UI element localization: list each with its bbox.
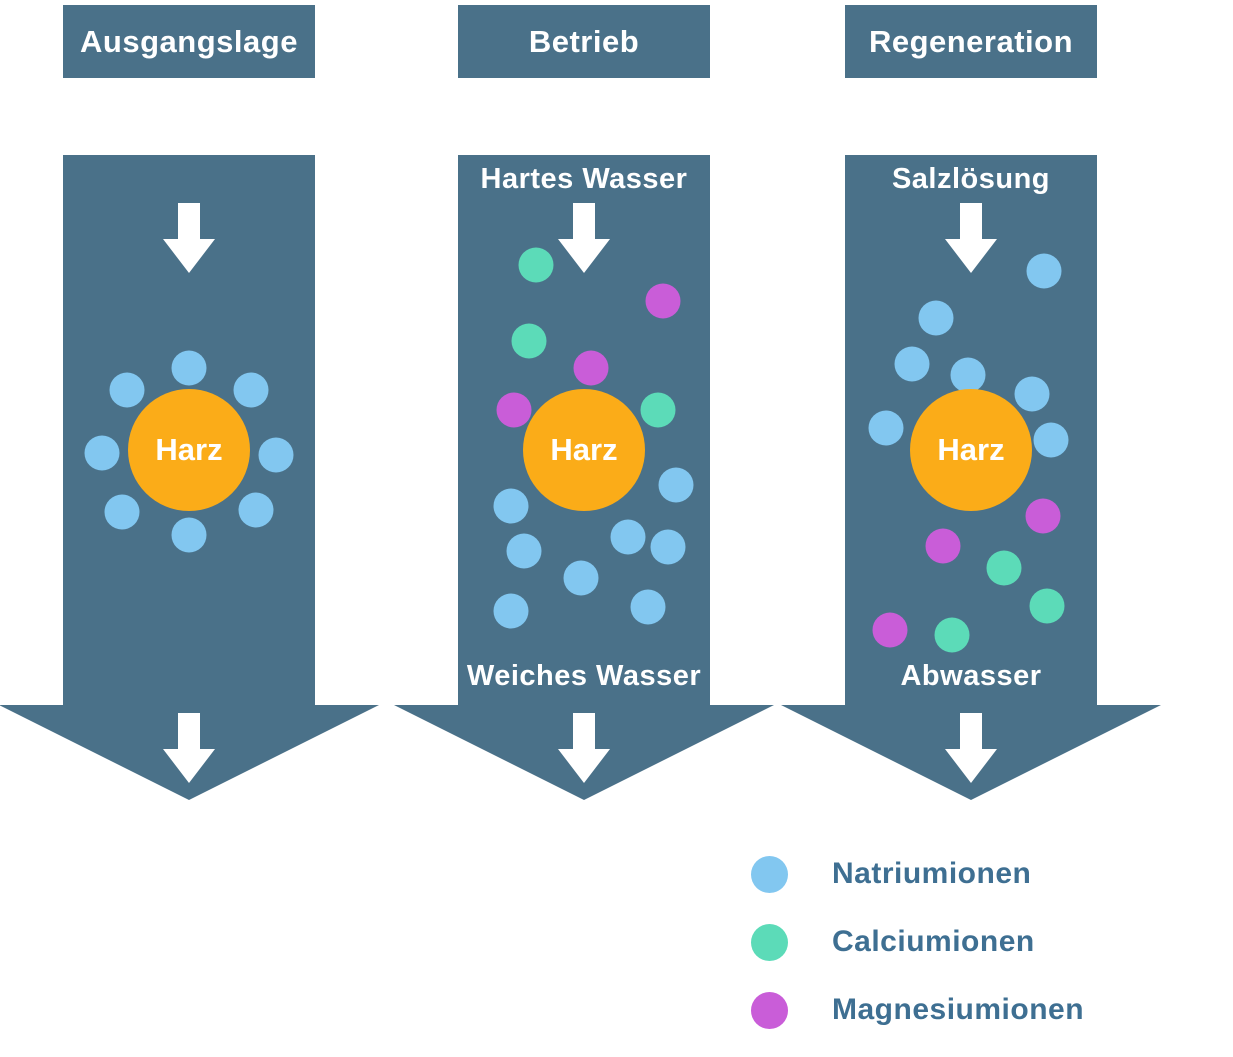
natrium-ion: [171, 517, 207, 553]
calcium-ion: [640, 392, 676, 428]
natrium-ion: [238, 492, 274, 528]
natrium-ion: [630, 589, 666, 625]
flow-label-top: Salzlösung: [891, 163, 1051, 195]
natrium-ion: [918, 300, 954, 336]
natrium-ion: [950, 357, 986, 393]
panel-betrieb: Hartes Wasser Harz Weiches Wasser: [394, 155, 774, 805]
legend-item-natrium: Natriumionen: [751, 855, 1084, 893]
legend-label-magnesium: Magnesiumionen: [832, 993, 1085, 1026]
ion-field: [0, 155, 379, 805]
panel-ausgangslage: Harz: [0, 155, 379, 805]
ion-field: [394, 155, 774, 805]
natrium-ion: [1026, 253, 1062, 289]
magnesium-ion: [872, 612, 908, 648]
panel-header-ausgangslage: Ausgangslage: [63, 5, 315, 78]
flow-label-bottom: Weiches Wasser: [466, 660, 702, 692]
legend: Natriumionen Calciumionen Magnesiumionen: [751, 855, 1084, 1057]
down-arrow-icon: [558, 203, 610, 273]
resin-circle: Harz: [910, 389, 1032, 511]
natrium-ion: [104, 494, 140, 530]
magnesium-ion: [573, 350, 609, 386]
natrium-ion-icon: [751, 855, 788, 893]
magnesium-ion-icon: [751, 991, 788, 1029]
natrium-ion: [493, 593, 529, 629]
natrium-ion: [1014, 376, 1050, 412]
natrium-ion: [894, 346, 930, 382]
natrium-ion: [1033, 422, 1069, 458]
calcium-ion-icon: [751, 923, 788, 961]
down-arrow-icon: [558, 713, 610, 783]
flow-label-bottom: Abwasser: [900, 660, 1042, 692]
natrium-ion: [563, 560, 599, 596]
calcium-ion: [986, 550, 1022, 586]
calcium-ion: [511, 323, 547, 359]
magnesium-ion: [1025, 498, 1061, 534]
panel-header-betrieb: Betrieb: [458, 5, 710, 78]
calcium-ion: [934, 617, 970, 653]
legend-item-calcium: Calciumionen: [751, 923, 1084, 961]
down-arrow-icon: [945, 203, 997, 273]
legend-label-calcium: Calciumionen: [832, 925, 1035, 958]
down-arrow-icon: [945, 713, 997, 783]
calcium-ion: [518, 247, 554, 283]
calcium-ion: [1029, 588, 1065, 624]
panel-regeneration: Salzlösung Harz Abwasser: [781, 155, 1161, 805]
natrium-ion: [233, 372, 269, 408]
ion-field: [781, 155, 1161, 805]
legend-label-natrium: Natriumionen: [832, 857, 1032, 890]
natrium-ion: [610, 519, 646, 555]
natrium-ion: [171, 350, 207, 386]
natrium-ion: [258, 437, 294, 473]
natrium-ion: [84, 435, 120, 471]
natrium-ion: [109, 372, 145, 408]
natrium-ion: [868, 410, 904, 446]
down-arrow-icon: [163, 713, 215, 783]
panel-header-regeneration: Regeneration: [845, 5, 1097, 78]
natrium-ion: [650, 529, 686, 565]
down-arrow-icon: [163, 203, 215, 273]
resin-circle: Harz: [128, 389, 250, 511]
legend-item-magnesium: Magnesiumionen: [751, 991, 1084, 1029]
natrium-ion: [493, 488, 529, 524]
resin-circle: Harz: [523, 389, 645, 511]
flow-label-top: Hartes Wasser: [480, 163, 688, 195]
magnesium-ion: [925, 528, 961, 564]
natrium-ion: [658, 467, 694, 503]
natrium-ion: [506, 533, 542, 569]
magnesium-ion: [496, 392, 532, 428]
magnesium-ion: [645, 283, 681, 319]
